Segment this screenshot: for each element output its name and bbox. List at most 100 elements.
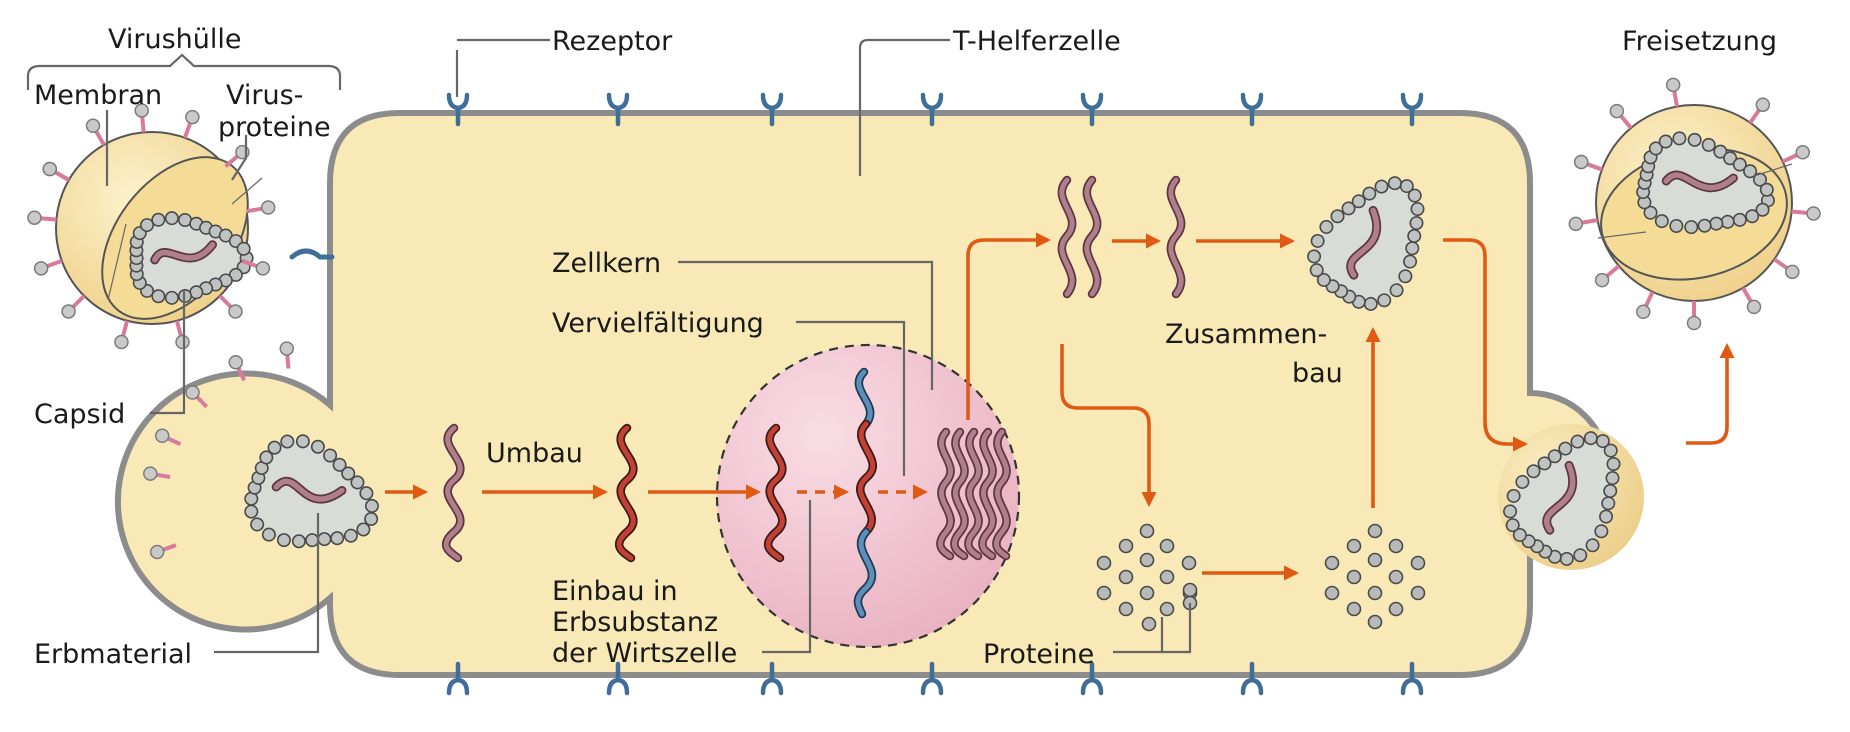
capsid-bead bbox=[1684, 220, 1699, 235]
capsid-bead bbox=[1687, 132, 1702, 147]
capsid-bead bbox=[1537, 456, 1552, 471]
capsid-shell bbox=[1503, 431, 1621, 566]
capsid-bead bbox=[244, 504, 259, 519]
receptor-top bbox=[606, 92, 630, 127]
capsid-bead bbox=[164, 211, 179, 226]
capsid-bead bbox=[1759, 182, 1774, 197]
protein-dot bbox=[1182, 582, 1198, 598]
capsid-bead bbox=[1669, 218, 1684, 233]
envelope-line bbox=[231, 177, 263, 205]
capsid-bead bbox=[1743, 164, 1758, 179]
receptor-top bbox=[1400, 92, 1424, 127]
capsid-bead bbox=[1603, 443, 1618, 458]
spike-head bbox=[1573, 154, 1589, 170]
receptor-bottom bbox=[606, 661, 630, 696]
capsid-bead bbox=[1526, 464, 1541, 479]
spike-head bbox=[42, 161, 58, 177]
protein-dot bbox=[1324, 555, 1340, 571]
capsid-bead bbox=[1654, 214, 1669, 229]
spike-head bbox=[279, 341, 295, 356]
protein-dot bbox=[1388, 538, 1404, 554]
protein-dot bbox=[1141, 616, 1157, 632]
label-zusammenbau-2: bau bbox=[1292, 358, 1343, 389]
capsid-bead bbox=[1648, 141, 1663, 156]
receptor-bottom bbox=[1240, 661, 1264, 696]
capsid-bead bbox=[1403, 254, 1418, 269]
protein-dot bbox=[1388, 569, 1404, 585]
label-membran: Membran bbox=[34, 80, 162, 111]
capsid-bead bbox=[1585, 538, 1600, 553]
label-proteine: Proteine bbox=[983, 639, 1094, 670]
capsid-bead bbox=[1505, 518, 1520, 533]
leader-lines bbox=[26, 38, 1192, 654]
capsid-bead bbox=[1755, 202, 1770, 217]
protein-dot bbox=[1118, 569, 1134, 585]
entering-virus-capsid bbox=[143, 341, 379, 560]
capsid-bead bbox=[1362, 186, 1377, 201]
capsid-bead bbox=[1745, 209, 1760, 224]
spike-head bbox=[1755, 97, 1771, 112]
spike-head bbox=[228, 304, 243, 319]
capsid-bead bbox=[1319, 219, 1334, 234]
spike-head bbox=[185, 385, 200, 400]
protein-dot bbox=[1410, 585, 1426, 601]
spike-head bbox=[185, 109, 200, 125]
capsid-bead bbox=[164, 290, 179, 305]
capsid-bead bbox=[259, 450, 274, 465]
spike-head bbox=[228, 354, 244, 370]
diagram-labels: Virushülle Membran Virus- proteine Capsi… bbox=[34, 24, 1777, 670]
capsid-bead bbox=[364, 498, 379, 513]
capsid-bead bbox=[356, 522, 371, 537]
capsid-bead bbox=[1606, 457, 1621, 472]
capsid-bead bbox=[295, 434, 310, 449]
capsid-bead bbox=[1672, 131, 1687, 146]
protein-dot bbox=[1159, 601, 1175, 617]
protein-dot bbox=[1118, 538, 1134, 554]
capsid-bead bbox=[332, 457, 347, 472]
spike-head bbox=[114, 334, 129, 350]
free-virus-particle bbox=[27, 103, 276, 350]
capsid-bead bbox=[1377, 293, 1392, 308]
protein-dot bbox=[1367, 552, 1383, 568]
capsid-bead bbox=[1570, 434, 1585, 449]
spike-head bbox=[154, 428, 170, 444]
capsid-bead bbox=[1599, 509, 1614, 524]
receptor-top bbox=[1240, 92, 1264, 127]
envelope-line bbox=[107, 223, 127, 301]
capsid-bead bbox=[1603, 483, 1618, 498]
capsid-bead bbox=[341, 466, 356, 481]
spike-head bbox=[1686, 315, 1702, 331]
capsid-bead bbox=[1503, 504, 1518, 519]
rna-strand bbox=[273, 478, 345, 502]
label-virusproteine-1: Virus- bbox=[226, 80, 303, 111]
label-zellkern: Zellkern bbox=[552, 248, 661, 279]
protein-dot bbox=[1346, 601, 1362, 617]
label-umbau: Umbau bbox=[486, 438, 583, 469]
capsid-bead bbox=[323, 448, 338, 463]
protein-dot bbox=[1096, 555, 1112, 571]
receptor-bottom bbox=[1080, 661, 1104, 696]
spike-head bbox=[27, 210, 42, 225]
receptor-binding bbox=[289, 248, 335, 260]
capsid-bead bbox=[1410, 202, 1425, 217]
spike-head bbox=[1568, 216, 1584, 232]
spike-head bbox=[175, 334, 190, 350]
rna-copy bbox=[937, 429, 954, 559]
capsid-shell bbox=[244, 434, 379, 549]
capsid-bead bbox=[291, 534, 306, 549]
capsid-bead bbox=[1387, 176, 1402, 191]
replicated-rna-bundle bbox=[936, 427, 1011, 561]
capsid-bead bbox=[1506, 488, 1521, 503]
cell-nucleus bbox=[715, 343, 1021, 649]
rna-strand bbox=[1663, 172, 1737, 191]
capsid-bead bbox=[1330, 209, 1345, 224]
protein-dot bbox=[1096, 585, 1112, 601]
capsid-bead bbox=[1658, 134, 1673, 149]
rna-copy bbox=[979, 429, 996, 559]
spike-head bbox=[260, 200, 276, 215]
label-virushuelle: Virushülle bbox=[108, 24, 242, 55]
spike-head bbox=[1665, 77, 1681, 93]
spike-head bbox=[1609, 103, 1625, 119]
capsid-shell bbox=[1636, 131, 1775, 235]
